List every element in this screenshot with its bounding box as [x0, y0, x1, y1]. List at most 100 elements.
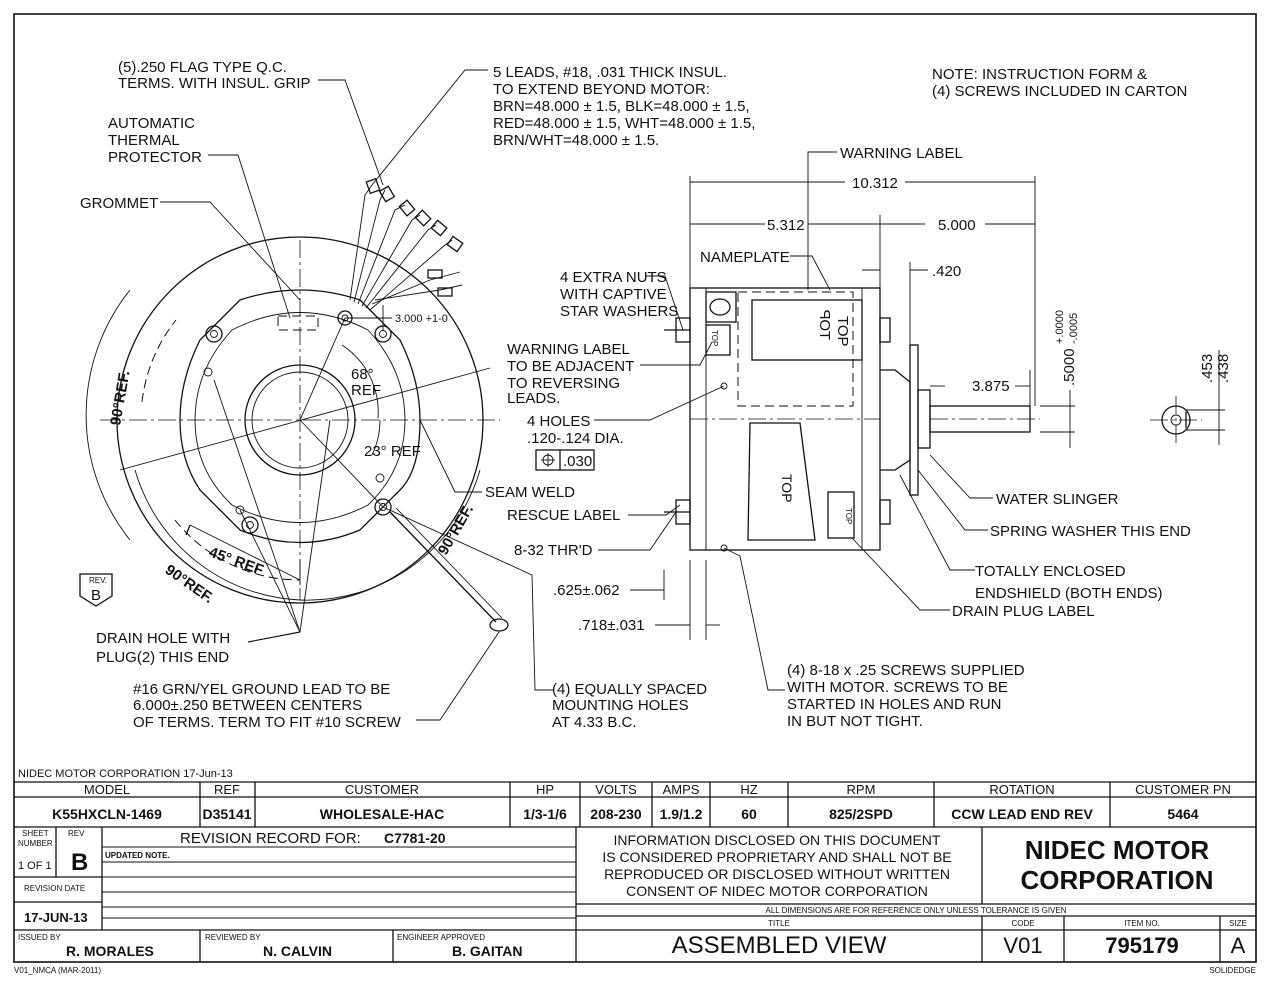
header-amps: AMPS [663, 782, 700, 797]
note-thermal-1: AUTOMATIC [108, 115, 195, 132]
note-screws-3: STARTED IN HOLES AND RUN [787, 696, 1001, 713]
dim-718: .718±.031 [578, 617, 645, 634]
note-thread: 8-32 THR'D [514, 542, 593, 559]
sheet-label-1: SHEET [22, 829, 49, 838]
header-hp: HP [536, 782, 554, 797]
note-enclosed-1: TOTALLY ENCLOSED [975, 563, 1126, 580]
proprietary-2: IS CONSIDERED PROPRIETARY AND SHALL NOT … [602, 849, 951, 865]
note-thermal-2: THERMAL [108, 132, 180, 149]
form-id: V01_NMCA (MAR-2011) [14, 966, 101, 975]
note-warning-adjacent-3: TO REVERSING [507, 375, 620, 392]
proprietary-1: INFORMATION DISCLOSED ON THIS DOCUMENT [614, 832, 941, 848]
note-spring-washer: SPRING WASHER THIS END [990, 523, 1191, 540]
note-warning-adjacent-1: WARNING LABEL [507, 341, 630, 358]
dim-ang23: 23° REF [364, 443, 421, 460]
note-leads-4: RED=48.000 ± 1.5, WHT=48.000 ± 1.5, [493, 115, 755, 132]
dim-ang90-left: 90°REF. [107, 369, 133, 426]
note-mounting-2: MOUNTING HOLES [552, 697, 689, 714]
note-thermal-3: PROTECTOR [108, 149, 202, 166]
value-amps: 1.9/1.2 [660, 806, 703, 822]
note-ground-lead-2: 6.000±.250 BETWEEN CENTERS [133, 697, 362, 714]
revision-date-label: REVISION DATE [24, 884, 85, 893]
sheet-label-2: NUMBER [18, 839, 53, 848]
revision-date: 17-JUN-13 [24, 910, 88, 925]
end-view [79, 177, 509, 632]
note-holes-1: 4 HOLES [527, 413, 590, 430]
dim-420: .420 [932, 263, 961, 280]
note-rescue-label: RESCUE LABEL [507, 507, 620, 524]
dim-438: .438 [1215, 354, 1232, 383]
rescue-top-label: TOP [779, 474, 795, 503]
note-seam-weld: SEAM WELD [485, 484, 575, 501]
note-qc-terms-2: TERMS. WITH INSUL. GRIP [118, 75, 311, 92]
note-extra-nuts-3: STAR WASHERS [560, 303, 678, 320]
note-screws-4: IN BUT NOT TIGHT. [787, 713, 923, 730]
value-hz: 60 [741, 806, 757, 822]
note-warning-label: WARNING LABEL [840, 145, 963, 162]
dim-625: .625±.062 [553, 582, 620, 599]
company-name-1: NIDEC MOTOR [1025, 835, 1210, 865]
header-customer: CUSTOMER [345, 782, 419, 797]
value-ref: D35141 [202, 806, 251, 822]
dim-shaft: 5.000 [938, 217, 976, 234]
engineer: B. GAITAN [452, 943, 523, 959]
reviewed-by-label: REVIEWED BY [205, 933, 261, 942]
size: A [1231, 933, 1246, 958]
title-block: NIDEC MOTOR CORPORATION 17-Jun-13 [14, 768, 1256, 962]
note-warning-adjacent-4: LEADS. [507, 390, 560, 407]
header-volts: VOLTS [595, 782, 637, 797]
lead-box-top-label: TOP [710, 330, 719, 346]
value-model: K55HXCLN-1469 [52, 806, 162, 822]
rev-value: B [71, 849, 88, 876]
nameplate-top-mirror: TOP [816, 309, 833, 340]
dim-overall: 10.312 [852, 175, 898, 192]
company-date: NIDEC MOTOR CORPORATION 17-Jun-13 [18, 768, 233, 780]
size-label: SIZE [1229, 919, 1247, 928]
dim-3000: 3.000 +1-0 [395, 313, 448, 325]
software: SOLIDEDGE [1209, 966, 1256, 975]
proprietary-4: CONSENT OF NIDEC MOTOR CORPORATION [626, 883, 928, 899]
note-screws-2: WITH MOTOR. SCREWS TO BE [787, 679, 1008, 696]
rev-label: REV [68, 829, 85, 838]
side-view [535, 287, 1202, 552]
title-label: TITLE [768, 919, 790, 928]
header-model: MODEL [84, 782, 130, 797]
engineer-label: ENGINEER APPROVED [397, 933, 485, 942]
revision-record-value: C7781-20 [384, 830, 446, 846]
value-rotation: CCW LEAD END REV [951, 806, 1093, 822]
header-ref: REF [214, 782, 240, 797]
reviewed-by: N. CALVIN [263, 943, 332, 959]
note-enclosed-2: ENDSHIELD (BOTH ENDS) [975, 585, 1163, 602]
note-drain-hole-1: DRAIN HOLE WITH [96, 630, 230, 647]
note-leads-3: BRN=48.000 ± 1.5, BLK=48.000 ± 1.5, [493, 98, 750, 115]
dim-3875: 3.875 [972, 378, 1010, 395]
nameplate-top-label: TOP [834, 316, 851, 347]
company-name-2: CORPORATION [1020, 865, 1213, 895]
header-customer-pn: CUSTOMER PN [1135, 782, 1231, 797]
note-mounting-1: (4) EQUALLY SPACED [552, 681, 707, 698]
code: V01 [1003, 933, 1042, 958]
value-rpm: 825/2SPD [829, 806, 893, 822]
note-warning-adjacent-2: TO BE ADJACENT [507, 358, 634, 375]
note-ground-lead-1: #16 GRN/YEL GROUND LEAD TO BE [133, 681, 390, 698]
value-volts: 208-230 [590, 806, 642, 822]
note-ground-lead-3: OF TERMS. TERM TO FIT #10 SCREW [133, 714, 402, 731]
note-mounting-3: AT 4.33 B.C. [552, 714, 637, 731]
note-extra-nuts-1: 4 EXTRA NUTS [560, 269, 667, 286]
side-view-leaders [594, 151, 993, 691]
note-qc-terms-1: (5).250 FLAG TYPE Q.C. [118, 59, 287, 76]
note-carton-1: NOTE: INSTRUCTION FORM & [932, 66, 1147, 83]
issued-by: R. MORALES [66, 943, 154, 959]
note-screws-1: (4) 8-18 x .25 SCREWS SUPPLIED [787, 662, 1025, 679]
header-rotation: ROTATION [989, 782, 1054, 797]
code-label: CODE [1011, 919, 1034, 928]
note-carton-2: (4) SCREWS INCLUDED IN CARTON [932, 83, 1187, 100]
drain-top-label: TOP [844, 508, 853, 524]
side-view-dimensions [630, 176, 1225, 640]
rev-badge-label: REV. [89, 576, 107, 585]
item-number: 795179 [1105, 933, 1178, 958]
note-leads-1: 5 LEADS, #18, .031 THICK INSUL. [493, 64, 727, 81]
dim-shaft-tol-plus: +.0000 [1054, 310, 1066, 344]
note-holes-2: .120-.124 DIA. [527, 430, 624, 447]
